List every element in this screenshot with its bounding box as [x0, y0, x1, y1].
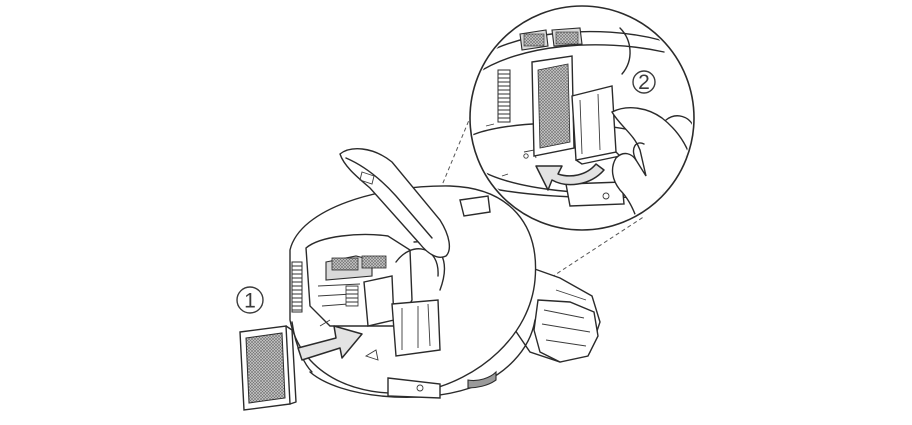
insert-arrow-icon — [297, 325, 363, 361]
opened-lid — [339, 148, 451, 258]
step-1-label: 1 — [244, 290, 256, 313]
filter-cartridge — [239, 325, 297, 411]
step-2-label: 2 — [638, 71, 650, 94]
step-2-badge — [632, 70, 656, 94]
step-1-badge — [236, 286, 264, 314]
zoom-detail: 2 — [469, 5, 695, 231]
side-dock — [514, 261, 601, 363]
curved-rotate-arrow-icon — [535, 163, 605, 191]
step-1-group: 1 — [236, 286, 363, 411]
